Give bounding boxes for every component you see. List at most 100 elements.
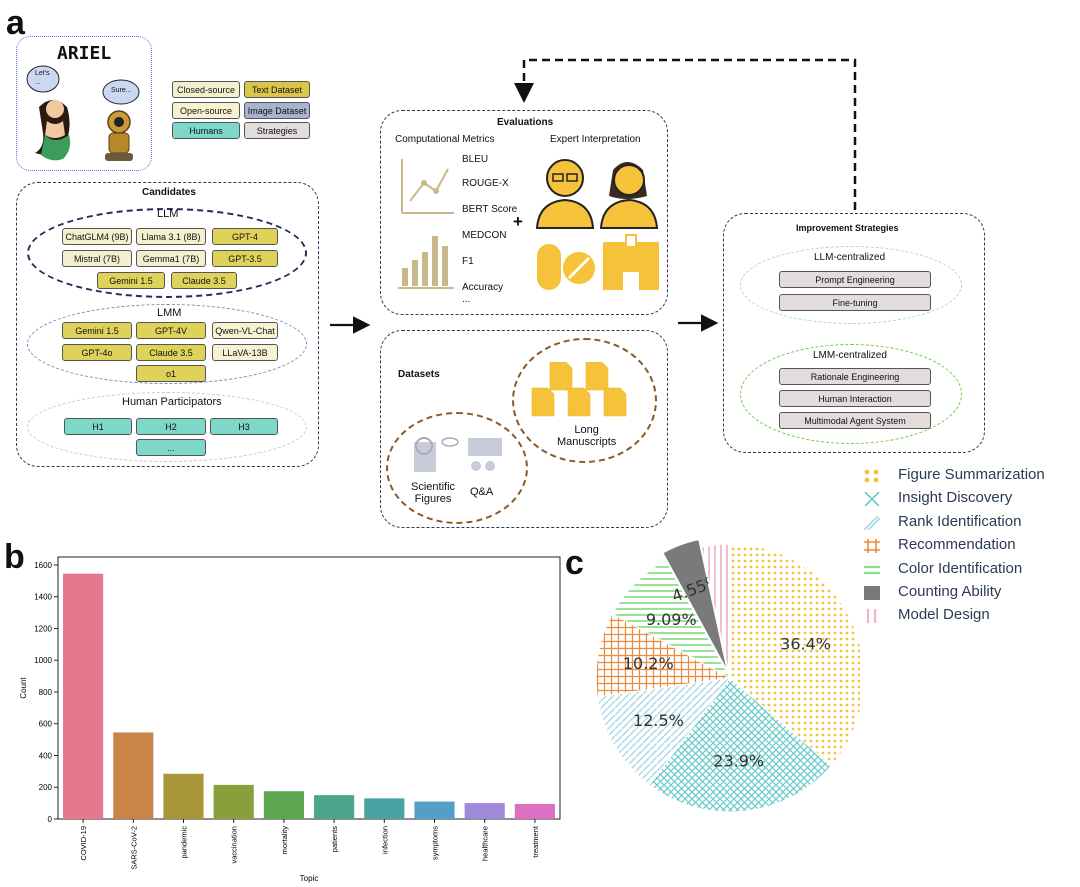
llm-title: LLM: [157, 208, 179, 220]
medicine-hospital-icon: [537, 234, 659, 290]
y-tick-label: 600: [39, 720, 53, 729]
humans-title: Human Participators: [122, 396, 222, 408]
ariel-title: ARIEL: [57, 43, 112, 64]
llm-ellipse: [27, 208, 307, 298]
y-tick-label: 1400: [34, 593, 52, 602]
llm-chip: Gemini 1.5: [97, 272, 165, 289]
x-tick-label: pandemic: [180, 826, 189, 859]
legend-swatch: [864, 563, 880, 577]
datasets-box: [380, 330, 668, 528]
evaluations-box: [380, 110, 668, 315]
bar: [163, 773, 204, 819]
metric-item: MEDCON: [462, 230, 507, 241]
pie-slice: [662, 540, 728, 671]
legend-swatch: [864, 469, 880, 483]
bar: [263, 791, 304, 819]
ariel-illustration: [26, 65, 140, 161]
legend-strategies: Strategies: [244, 122, 310, 139]
lmm-chip: Claude 3.5: [136, 344, 206, 361]
lmm-chip: GPT-4V: [136, 322, 206, 339]
human-chip: H3: [210, 418, 278, 435]
panel-label-a: a: [6, 4, 25, 42]
y-tick-label: 400: [39, 751, 53, 760]
pie-slice: [611, 559, 732, 680]
lmm-chip: LLaVA-13B: [212, 344, 278, 361]
y-tick-label: 200: [39, 783, 53, 792]
legend-swatch: [864, 586, 880, 600]
legend-text-dataset: Text Dataset: [244, 81, 310, 98]
long-manuscripts-ellipse: [512, 338, 657, 463]
lmm-centralized-title: LMM-centralized: [813, 350, 887, 361]
pie-label: 10.2%: [623, 654, 674, 673]
bar: [464, 803, 505, 819]
bar: [213, 784, 254, 819]
pie-slice: [596, 677, 732, 786]
x-tick-label: COVID-19: [79, 826, 88, 861]
legend-closed-source: Closed-source: [172, 81, 240, 98]
doctors-icon: [535, 159, 659, 229]
llm-chip: Gemma1 (7B): [136, 250, 206, 267]
line-chart-icon: [401, 159, 454, 214]
llm-centralized-ellipse: [740, 246, 962, 324]
pie-slice: [700, 543, 731, 679]
strategy-chip: Fine-tuning: [779, 294, 931, 311]
bar: [314, 795, 355, 819]
x-tick-label: healthcare: [481, 826, 490, 861]
bar: [414, 801, 455, 819]
llm-chip: Mistral (7B): [62, 250, 132, 267]
bubble-left-text: Let's ...: [35, 70, 50, 86]
panel-label-c: c: [565, 544, 584, 582]
llm-chip: Llama 3.1 (8B): [136, 228, 206, 245]
metric-item: ROUGE-X: [462, 178, 509, 189]
legend-label: Insight Discovery: [898, 489, 1013, 507]
datasets-title: Datasets: [398, 369, 440, 380]
x-tick-label: symptoms: [431, 826, 440, 860]
y-axis-label: Count: [19, 677, 28, 699]
metric-item: ...: [462, 294, 471, 305]
strategy-chip: Human Interaction: [779, 390, 931, 407]
panel-label-b: b: [4, 538, 25, 576]
candidates-title: Candidates: [142, 187, 196, 198]
x-axis-label: Topic: [300, 874, 319, 883]
plus-sign: +: [513, 212, 523, 231]
legend-label: Figure Summarization: [898, 466, 1045, 483]
pie-label: 9.09%: [646, 610, 697, 629]
bar: [364, 798, 405, 819]
x-tick-label: SARS-CoV-2: [129, 826, 138, 870]
ariel-card: ARIEL Let's ... Sure...: [16, 36, 152, 171]
evaluations-title: Evaluations: [497, 117, 554, 128]
pie-slice: [648, 677, 832, 813]
humans-ellipse: [27, 392, 307, 462]
x-tick-label: infection: [380, 826, 389, 854]
x-tick-label: patients: [330, 826, 339, 853]
llm-chip: GPT-4: [212, 228, 278, 245]
strategy-chip: Multimodal Agent System: [779, 412, 931, 429]
metric-item: BERT Score: [462, 204, 518, 215]
x-tick-label: treatment: [531, 825, 540, 858]
pie-label: 12.5%: [633, 711, 684, 730]
scientific-figures-label: Scientific Figures: [411, 481, 456, 505]
y-tick-label: 1000: [34, 656, 52, 665]
lmm-centralized-ellipse: [740, 344, 962, 444]
lmm-chip: Gemini 1.5: [62, 322, 132, 339]
candidates-box: [16, 182, 319, 467]
legend-open-source: Open-source: [172, 102, 240, 119]
bar: [63, 573, 104, 819]
expert-title: Expert Interpretation: [550, 134, 641, 145]
legend-image-dataset: Image Dataset: [244, 102, 310, 119]
strategy-chip: Rationale Engineering: [779, 368, 931, 385]
pie-slice: [729, 543, 860, 767]
lmm-chip: o1: [136, 365, 206, 382]
legend-label: Model Design: [898, 606, 990, 624]
lmm-chip: Qwen-VL-Chat: [212, 322, 278, 339]
legend-swatch: [864, 539, 880, 554]
long-manuscripts-label: Long Manuscripts: [557, 424, 617, 448]
task-pie-chart: 36.4%23.9%12.5%10.2%9.09%4.55%3.41%: [595, 540, 860, 813]
legend-swatch: [864, 609, 880, 624]
y-tick-label: 800: [39, 688, 53, 697]
metric-item: F1: [462, 256, 474, 267]
pie-label: 23.9%: [713, 752, 764, 771]
